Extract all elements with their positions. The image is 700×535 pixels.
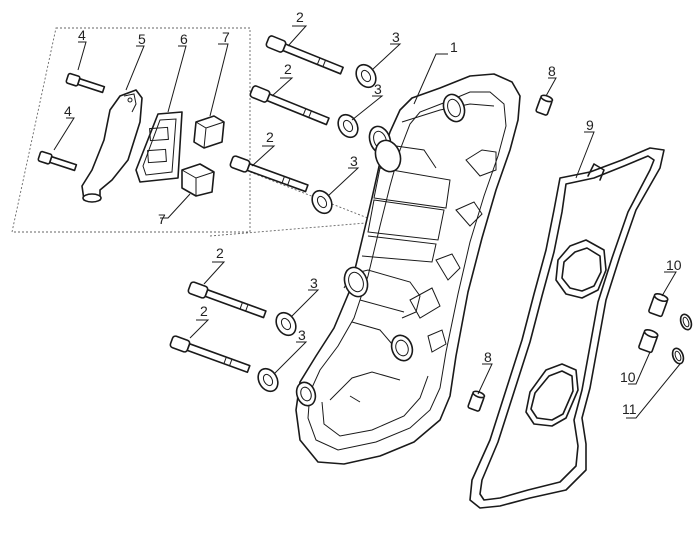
screw-4b — [37, 150, 78, 172]
breather-pipe-5 — [81, 89, 143, 203]
clip-7a — [193, 115, 225, 149]
dowel-8a — [535, 94, 554, 116]
callout-3d: 3 — [310, 275, 318, 291]
callout-2c: 2 — [266, 129, 274, 145]
callout-7a: 7 — [222, 29, 230, 45]
callout-1: 1 — [450, 39, 458, 55]
washer-3a — [355, 63, 377, 89]
callout-2b: 2 — [284, 61, 292, 77]
washer-3b — [337, 113, 359, 139]
callout-4b: 4 — [64, 103, 72, 119]
callout-labels: 1 2 2 2 2 2 3 3 3 3 3 4 4 5 6 7 7 8 8 9 … — [64, 9, 682, 417]
bolt-2a — [265, 35, 344, 75]
callout-3b: 3 — [374, 81, 382, 97]
grommet-10a — [648, 293, 669, 318]
callout-3e: 3 — [298, 327, 306, 343]
callout-7b: 7 — [158, 211, 166, 227]
callout-2a: 2 — [296, 9, 304, 25]
washer-3c — [311, 189, 333, 215]
valve-cover — [295, 73, 521, 465]
callout-4a: 4 — [78, 27, 86, 43]
callout-3a: 3 — [392, 29, 400, 45]
callout-5: 5 — [138, 31, 146, 47]
clip-7b — [181, 163, 215, 197]
gasket-6 — [135, 111, 183, 183]
washer-3d — [275, 311, 297, 337]
callout-9: 9 — [586, 117, 594, 133]
dowel-8b — [467, 390, 486, 412]
callout-3c: 3 — [350, 153, 358, 169]
oring-11a — [679, 313, 693, 331]
bolt-2b — [249, 85, 330, 126]
callout-6: 6 — [180, 31, 188, 47]
cover-gasket — [469, 147, 665, 509]
grommet-10b — [638, 329, 659, 354]
callout-8a: 8 — [548, 63, 556, 79]
callout-10a: 10 — [666, 257, 682, 273]
bolt-2e — [169, 335, 251, 374]
callout-10b: 10 — [620, 369, 636, 385]
bolt-2c — [229, 155, 309, 193]
washer-3e — [257, 367, 279, 393]
callout-11: 11 — [622, 401, 637, 417]
leader-lines — [53, 25, 681, 419]
oring-11b — [671, 347, 685, 365]
callout-2e: 2 — [200, 303, 208, 319]
callout-8b: 8 — [484, 349, 492, 365]
callout-2d: 2 — [216, 245, 224, 261]
bolt-2d — [187, 281, 267, 319]
screw-4a — [65, 72, 106, 94]
